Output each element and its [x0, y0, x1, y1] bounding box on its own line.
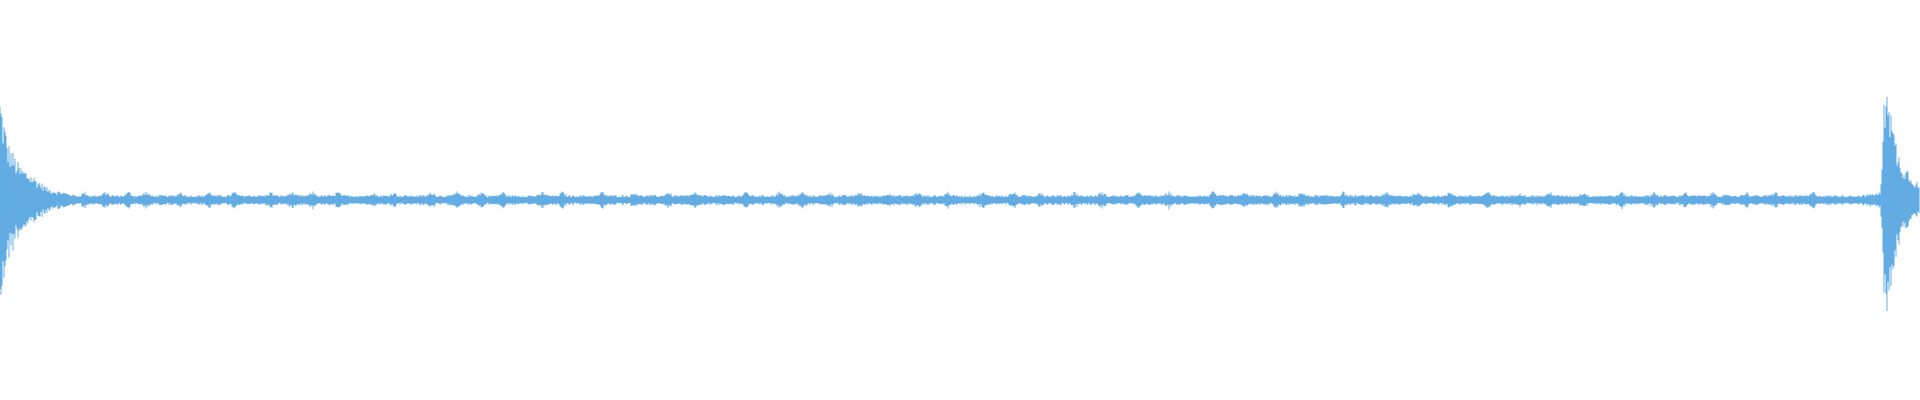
- waveform-trace: [0, 96, 1920, 312]
